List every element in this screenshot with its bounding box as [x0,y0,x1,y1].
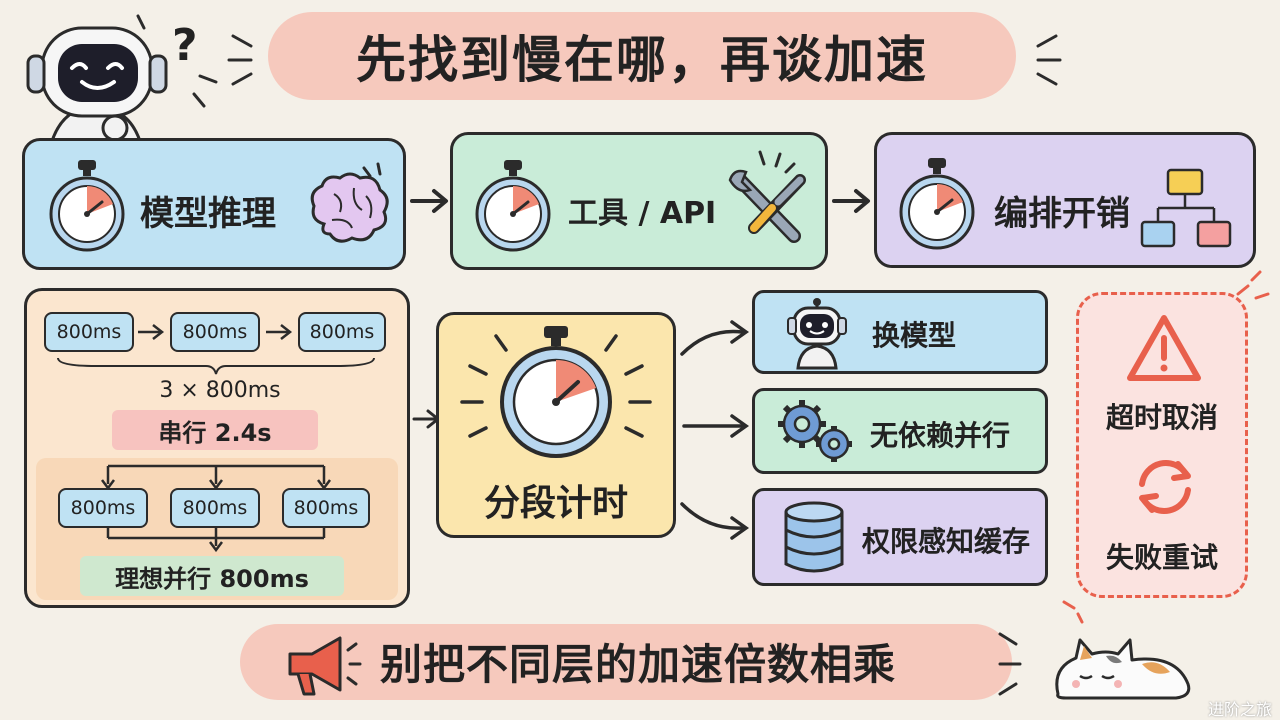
parallel-result-tag: 理想并行 800ms [80,556,344,596]
arrow-right-icon [138,324,165,340]
watermark: 进阶之旅 [1207,700,1272,719]
fail-retry-label: 失败重试 [1105,541,1218,574]
page-title: 先找到慢在哪，再谈加速 [268,12,1016,100]
serial-result-tag: 串行 2.4s [112,410,318,450]
option-label: 权限感知缓存 [862,525,1031,558]
serial-box: 800ms [44,312,134,352]
sparkle-lines-icon [136,14,218,108]
stopwatch-icon [49,160,125,252]
timeout-cancel-label: 超时取消 [1105,401,1218,434]
stage-label: 编排开销 [994,194,1130,234]
parallel-box: 800ms [58,488,148,528]
serial-box: 800ms [298,312,386,352]
stopwatch-large-icon [460,326,652,458]
gears-icon [778,400,852,462]
title-emphasis-right-icon [1036,34,1062,86]
branch-arrows-icon [680,320,750,540]
database-icon [784,501,844,573]
option-label: 无依赖并行 [870,419,1011,452]
title-emphasis-left-icon [227,34,253,86]
arrow-right-icon [410,189,448,213]
option-label: 换模型 [872,319,957,352]
brace-icon [57,357,375,375]
parallel-box: 800ms [170,488,260,528]
arrow-right-icon [832,189,870,213]
bottom-banner [240,624,1012,700]
stopwatch-icon [475,160,551,252]
stage-label: 工具 / API [568,196,717,231]
retry-icon [1139,459,1191,515]
sleeping-cat-icon [1055,638,1191,700]
segment-timing-label: 分段计时 [483,483,628,524]
tools-icon [728,150,806,243]
brain-icon [310,162,389,243]
burst-lines-icon [1062,600,1084,624]
robot-mascot [26,26,168,150]
megaphone-icon [288,636,362,696]
fan-in-arrows-icon [106,528,326,553]
arrow-right-icon [266,324,293,340]
burst-lines-icon [1236,270,1270,300]
parallel-box: 800ms [282,488,370,528]
emphasis-lines-icon [998,632,1022,696]
flowchart-icon [1140,168,1232,248]
stopwatch-icon [899,158,975,250]
serial-box: 800ms [170,312,260,352]
serial-sum-label: 3 × 800ms [159,378,281,403]
robot-icon [787,298,847,370]
warning-icon [1127,315,1201,381]
question-mark-icon: ? [172,20,198,71]
stage-label: 模型推理 [140,194,276,234]
bottom-banner-text: 别把不同层的加速倍数相乘 [380,639,897,689]
